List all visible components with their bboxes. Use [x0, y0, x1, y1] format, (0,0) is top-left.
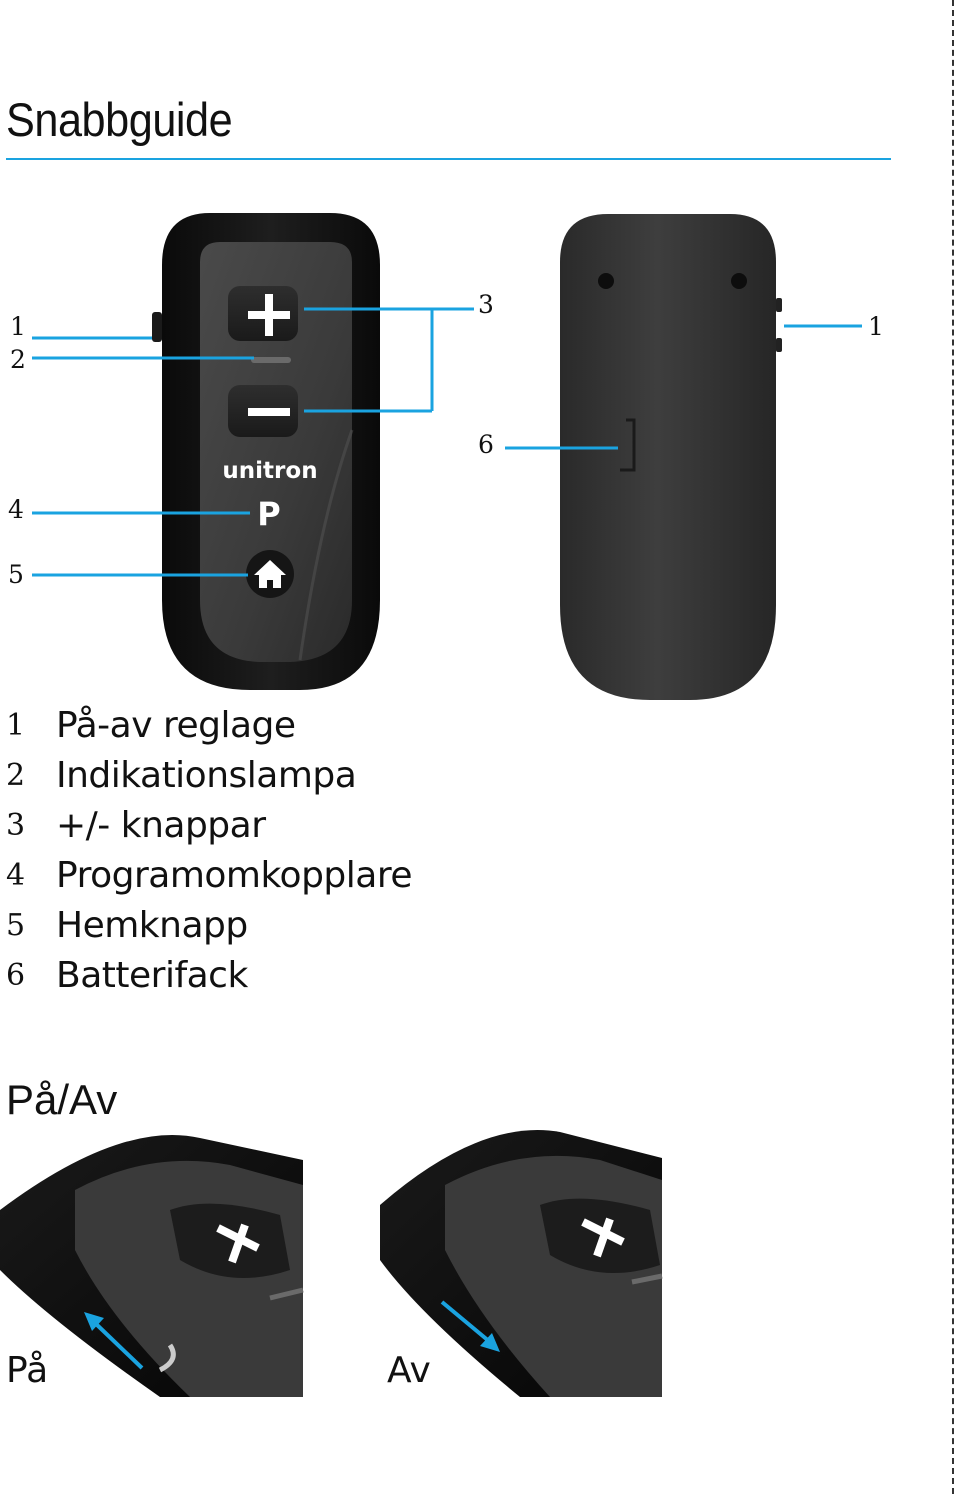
power-on-illustration: [0, 1135, 304, 1397]
legend-label: Batterifack: [56, 954, 248, 996]
title-underline: [6, 158, 891, 160]
brand-logo: unitron: [222, 458, 317, 484]
callout-number-4: 4: [8, 495, 24, 524]
page-cut-line: [952, 0, 954, 1494]
slide-off-arrow: [440, 1300, 500, 1352]
callout-number-6: 6: [478, 430, 494, 459]
legend-label: Hemknapp: [56, 904, 248, 946]
legend-label: På-av reglage: [56, 704, 296, 746]
legend-number: 2: [6, 757, 26, 793]
legend-number: 4: [6, 857, 26, 893]
power-off-illustration: [380, 1130, 663, 1397]
legend-label: Indikationslampa: [56, 754, 357, 796]
legend-label: Programomkopplare: [56, 854, 413, 896]
callout-number-3: 3: [478, 290, 494, 319]
page-title: Snabbguide: [6, 93, 233, 146]
legend-item: 4 Programomkopplare: [6, 850, 413, 900]
power-on-label: På: [6, 1350, 49, 1391]
legend-number: 1: [6, 707, 26, 743]
legend-number: 6: [6, 957, 26, 993]
legend-number: 3: [6, 807, 26, 843]
legend-label: +/- knappar: [56, 804, 266, 846]
side-switch: [152, 312, 162, 342]
home-button: [246, 550, 294, 598]
callout-lines: [32, 307, 862, 577]
legend-number: 5: [6, 907, 26, 943]
legend-item: 3 +/- knappar: [6, 800, 412, 850]
back-device: [560, 214, 782, 700]
program-button: P: [257, 495, 280, 533]
legend-item: 5 Hemknapp: [6, 900, 412, 950]
plus-button: [228, 286, 298, 341]
home-icon: [254, 560, 286, 588]
callout-number-1: 1: [10, 312, 26, 341]
legend-item: 6 Batterifack: [6, 950, 412, 1000]
callout-number-1-back: 1: [868, 312, 884, 341]
callout-number-5: 5: [8, 560, 24, 589]
slide-on-arrow: [84, 1312, 144, 1370]
callout-number-2: 2: [10, 345, 26, 374]
front-device: unitron P: [152, 213, 380, 690]
indicator-lamp: [251, 357, 291, 363]
battery-door: [620, 418, 636, 472]
legend-item: 2 Indikationslampa: [6, 750, 412, 800]
minus-button: [228, 385, 298, 437]
legend-list: 1 På-av reglage 2 Indikationslampa 3 +/-…: [6, 700, 413, 1000]
legend-item: 1 På-av reglage: [6, 700, 412, 750]
power-section-heading: På/Av: [6, 1076, 118, 1123]
power-off-label: Av: [387, 1350, 431, 1391]
